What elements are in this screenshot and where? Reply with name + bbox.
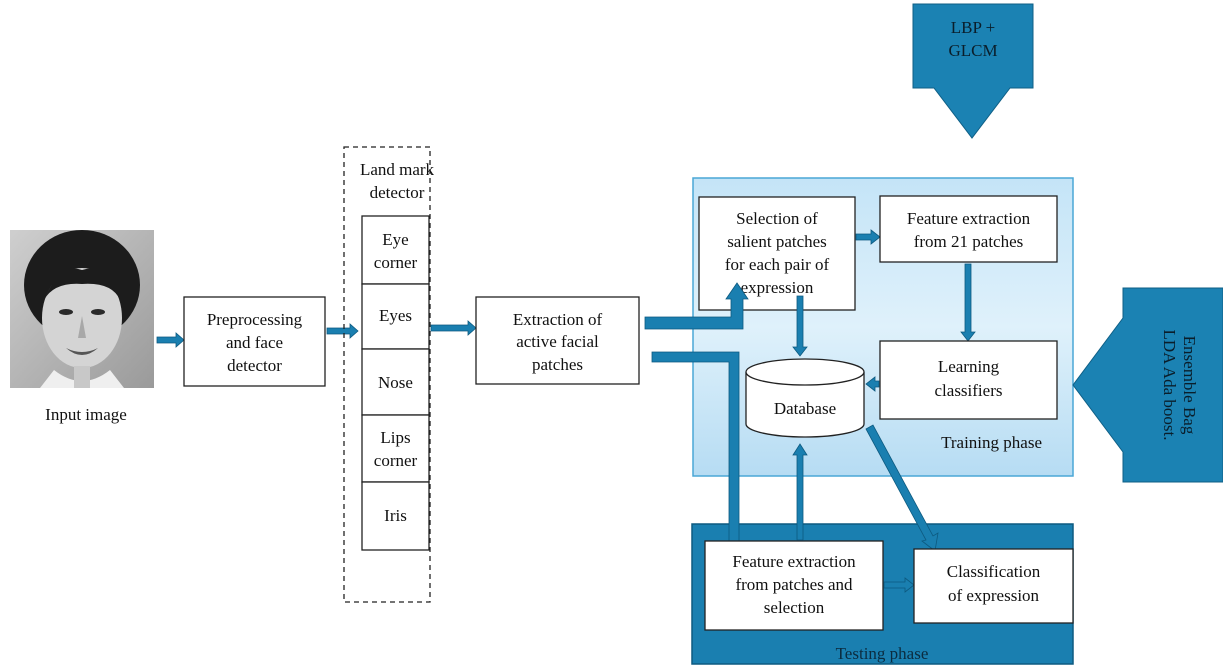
feature21-line-2: from 21 patches [914, 232, 1024, 251]
preprocessing-line-2: and face [226, 333, 283, 352]
arrow-landmark-to-extraction [430, 320, 477, 336]
arrow-extraction-to-selection [644, 282, 749, 330]
landmark-title-line-2: detector [370, 183, 425, 202]
arrow-selection-to-feature21 [855, 229, 881, 245]
arrow-preprocessing-to-landmark [326, 323, 359, 339]
extraction-line-3: patches [532, 355, 583, 374]
landmark-nose-label: Nose [378, 373, 413, 392]
input-image-caption: Input image [45, 405, 127, 424]
selection-line-4: expression [741, 278, 814, 297]
extraction-box [475, 296, 640, 385]
training-phase-label: Training phase [941, 433, 1042, 452]
landmark-lips-corner-line-1: Lips [380, 428, 410, 447]
landmark-lips-corner-line-2: corner [374, 451, 418, 470]
learning-line-1: Learning [938, 357, 1000, 376]
lbp-line-2: GLCM [948, 41, 997, 60]
arrow-learning-to-database [865, 376, 880, 392]
selection-box [698, 196, 856, 311]
learning-box [879, 340, 1058, 420]
feature21-box [879, 195, 1058, 263]
landmark-iris-label: Iris [384, 506, 407, 525]
learning-line-2: classifiers [935, 381, 1003, 400]
preprocessing-box [183, 296, 326, 387]
preprocessing-line-3: detector [227, 356, 282, 375]
selection-line-2: salient patches [727, 232, 827, 251]
feature-selection-line-3: selection [764, 598, 825, 617]
lda-line-1: LDA Ada boost. [1160, 330, 1179, 441]
landmark-eye-corner-line-2: corner [374, 253, 418, 272]
arrow-feature21-to-learning [960, 263, 976, 342]
landmark-item-eye-corner [361, 215, 430, 285]
landmark-eyes-label: Eyes [379, 306, 412, 325]
extraction-line-1: Extraction of [513, 310, 603, 329]
landmark-title-line-1: Land mark [360, 160, 435, 179]
classification-line-1: Classification [947, 562, 1041, 581]
classification-line-2: of expression [948, 586, 1040, 605]
extraction-line-2: active facial [516, 332, 599, 351]
arrow-image-to-preprocessing [156, 332, 185, 348]
testing-phase-label: Testing phase [836, 644, 929, 663]
arrow-testing-to-database [792, 443, 808, 541]
landmark-item-eyes [361, 283, 430, 350]
lda-ensemble-arrow [1072, 287, 1223, 483]
lda-line-2: Ensemble Bag [1180, 336, 1199, 435]
arrow-database-to-classification [865, 424, 939, 552]
arrow-selection-to-database [792, 295, 808, 357]
landmark-item-nose [361, 348, 430, 416]
feature-selection-line-2: from patches and [735, 575, 853, 594]
selection-line-3: for each pair of [725, 255, 830, 274]
database-cylinder [745, 358, 865, 438]
landmark-eye-corner-line-1: Eye [382, 230, 408, 249]
selection-line-1: Selection of [736, 209, 818, 228]
landmark-item-lips-corner [361, 414, 430, 483]
lbp-line-1: LBP + [951, 18, 995, 37]
feature-selection-box [704, 540, 884, 631]
preprocessing-line-1: Preprocessing [207, 310, 303, 329]
lbp-glcm-arrow [912, 3, 1034, 139]
input-face-image [10, 230, 154, 388]
feature21-line-1: Feature extraction [907, 209, 1031, 228]
feature-selection-line-1: Feature extraction [732, 552, 856, 571]
database-label: Database [774, 399, 836, 418]
arrow-feature-to-classification [883, 577, 915, 593]
classification-box [913, 548, 1074, 624]
landmark-item-iris [361, 481, 430, 551]
